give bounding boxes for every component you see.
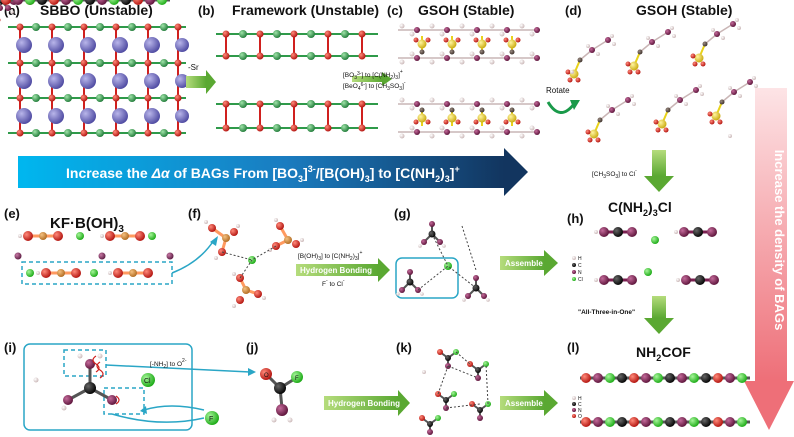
legend-h: H [578,256,582,262]
panel-d-letter: (d) [565,3,582,18]
panel-k-structure [0,0,492,436]
panel-c-title: GSOH (Stable) [418,2,514,18]
panel-d-title: GSOH (Stable) [636,2,732,18]
arrow-assemble-2: Assemble [500,390,558,416]
rotate-arrow: Rotate [546,86,580,114]
l-legend-c: C [578,402,582,408]
minus-sr-label: -Sr [188,63,199,72]
panel-e-structure [0,0,218,285]
panel-f-structure [204,218,304,308]
beo4-substitution-label: [BeO46-] to [CH3SO3]- [343,80,406,92]
panel-e-title: KF·B(OH)3 [50,215,124,235]
hydrogen-bonding-label: Hydrogen Bonding [300,266,372,275]
panel-g-letter: (g) [394,206,411,221]
panel-c-letter: (c) [387,3,403,18]
panel-j-structure: O F [260,368,303,423]
arrow-minus-sr: -Sr [186,63,216,94]
rotate-label: Rotate [546,86,570,95]
ch3so3-to-cl-label: [CH3SO3] to Cl- [592,168,637,180]
legend-c: C [578,263,582,269]
panel-j-letter: (j) [246,340,258,355]
density-arrow-text: Increase the density of BAGs [772,150,787,331]
legend-n: N [578,270,582,276]
panel-b-title: Framework (Unstable) [232,2,379,18]
j-o-label: O [264,373,269,379]
panel-g-structure [0,0,491,303]
boh3-to-cnh2-label: [B(OH)3] to [C(NH2)3]+ [298,250,362,262]
f-to-cl-label: F- to Cl- [322,278,345,288]
delta-alpha-banner: Increase the Δα of BAGs From [BO3]3-/[B(… [18,148,528,196]
all-three-label: "All-Three-in-One" [578,309,635,316]
bo3-substitution-label: [BO33-] to [C(NH2)3]+ [343,69,403,81]
arrow-ch3so3-to-cl: [CH3SO3] to Cl- [592,150,674,192]
panel-l-title: NH2COF [636,344,691,363]
l-legend-h: H [578,396,582,402]
l-legend-o: O [578,414,582,420]
panel-c-structure [398,23,540,139]
assemble-label: Assemble [505,259,543,268]
panel-i-letter: (i) [4,340,16,355]
arrow-bo3-beo4-substitution: [BO33-] to [C(NH2)3]+ [BeO46-] to [CH3SO… [343,69,406,92]
legend-cl: Cl [578,277,583,283]
panel-b-structure [216,30,378,132]
arrow-all-three-in-one: "All-Three-in-One" [578,296,674,334]
l-legend-n: N [578,408,582,414]
j-f-label: F [295,376,299,382]
panel-k-letter: (k) [396,340,412,355]
arrow-boh3-hbond: [B(OH)3] to [C(NH2)3]+ Hydrogen Bonding … [296,250,390,288]
arrow-hbond-2: Hydrogen Bonding [324,390,410,416]
arrow-assemble: Assemble [500,250,558,276]
hydrogen-bonding-2-label: Hydrogen Bonding [328,399,400,408]
panel-h-title: C(NH2)3Cl [608,199,672,218]
panel-l-structure: H C N O [0,0,752,429]
i-f-label: F [209,416,213,423]
panel-l-letter: (l) [567,340,579,355]
panel-f-letter: (f) [188,206,201,221]
panel-a-structure [8,23,189,137]
panel-h-letter: (h) [567,211,584,226]
panel-b-letter: (b) [198,3,215,18]
panel-h-structure: H C N Cl [0,0,721,287]
banner-text: Increase the Δα of BAGs From [BO3]3-/[B(… [66,164,460,184]
nh2-to-o-label: [-NH2] to O2- [150,358,187,370]
panel-i-structure: Cl F [-NH2] to O2- [23,343,256,431]
panel-e-letter: (e) [4,206,20,221]
panel-a-title: SBBO (Unstable) [40,2,153,18]
assemble-2-label: Assemble [505,399,543,408]
i-cl-label: Cl [144,378,151,385]
density-arrow: Increase the density of BAGs [744,88,794,430]
